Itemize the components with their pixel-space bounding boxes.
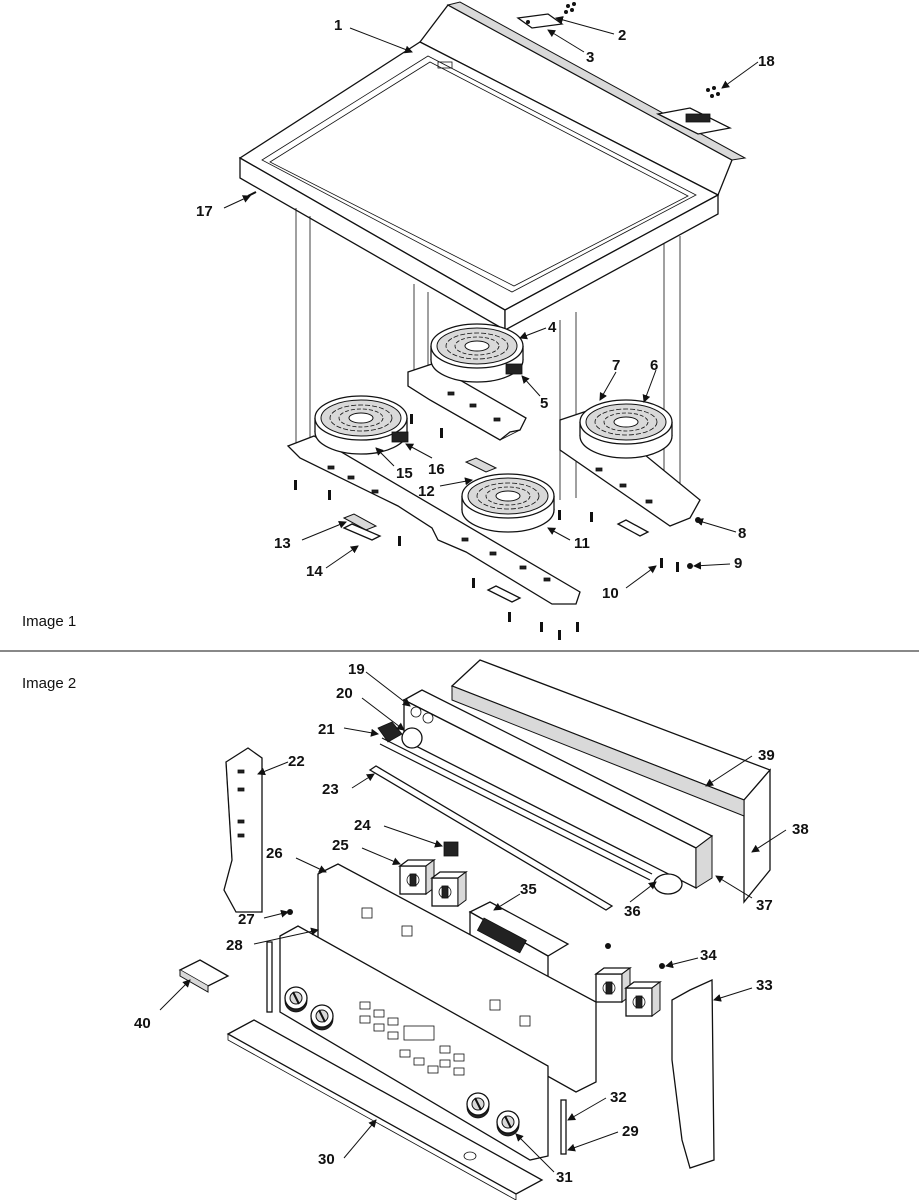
infinite-switch-34b [625,981,661,1017]
callout-4: 4 [548,319,557,336]
infinite-switch-25a [399,859,435,895]
callout-24: 24 [354,817,371,834]
infinite-switch-34a [595,967,631,1003]
callout-40: 40 [134,1015,151,1032]
image-1-cooktop-assembly: 1 2 3 18 17 4 5 7 6 15 16 12 8 9 11 13 1… [22,1,775,640]
knob-2 [310,1004,334,1031]
callout-30: 30 [318,1151,335,1168]
callout-35: 35 [520,881,537,898]
image-2-caption: Image 2 [22,675,76,692]
callout-32: 32 [610,1089,627,1106]
knob-1 [284,986,308,1013]
callout-38: 38 [792,821,809,838]
callout-2: 2 [618,27,626,44]
callout-26: 26 [266,845,283,862]
callout-27: 27 [238,911,255,928]
callout-33: 33 [756,977,773,994]
burner-element-15 [314,395,408,455]
callout-17: 17 [196,203,213,220]
callout-25: 25 [332,837,349,854]
knob-3 [466,1092,490,1119]
callout-11: 11 [574,535,590,552]
callout-13: 13 [274,535,291,552]
callout-39: 39 [758,747,775,764]
callout-37: 37 [756,897,773,914]
callout-1: 1 [334,17,342,34]
callout-23: 23 [322,781,339,798]
knob-4 [496,1110,520,1137]
callout-22: 22 [288,753,305,770]
callout-3: 3 [586,49,594,66]
callout-14: 14 [306,563,323,580]
callout-29: 29 [622,1123,639,1140]
image-1-caption: Image 1 [22,613,76,630]
callout-15: 15 [396,465,413,482]
callout-8: 8 [738,525,746,542]
callout-10: 10 [602,585,619,602]
callout-20: 20 [336,685,353,702]
burner-element-6 [579,399,673,459]
callout-31: 31 [556,1169,573,1186]
burner-element-11 [461,473,555,533]
callout-21: 21 [318,721,335,738]
callout-34: 34 [700,947,717,964]
callout-7: 7 [612,357,620,374]
image-2-control-panel-assembly: 19 20 21 39 22 23 38 24 25 26 35 37 36 2… [22,659,809,1200]
callout-18: 18 [758,53,775,70]
callout-28: 28 [226,937,243,954]
callout-19: 19 [348,661,365,678]
callout-9: 9 [734,555,742,572]
infinite-switch-25b [431,871,467,907]
callout-36: 36 [624,903,641,920]
callout-6: 6 [650,357,658,374]
callout-16: 16 [428,461,445,478]
callout-12: 12 [418,483,435,500]
callout-5: 5 [540,395,548,412]
